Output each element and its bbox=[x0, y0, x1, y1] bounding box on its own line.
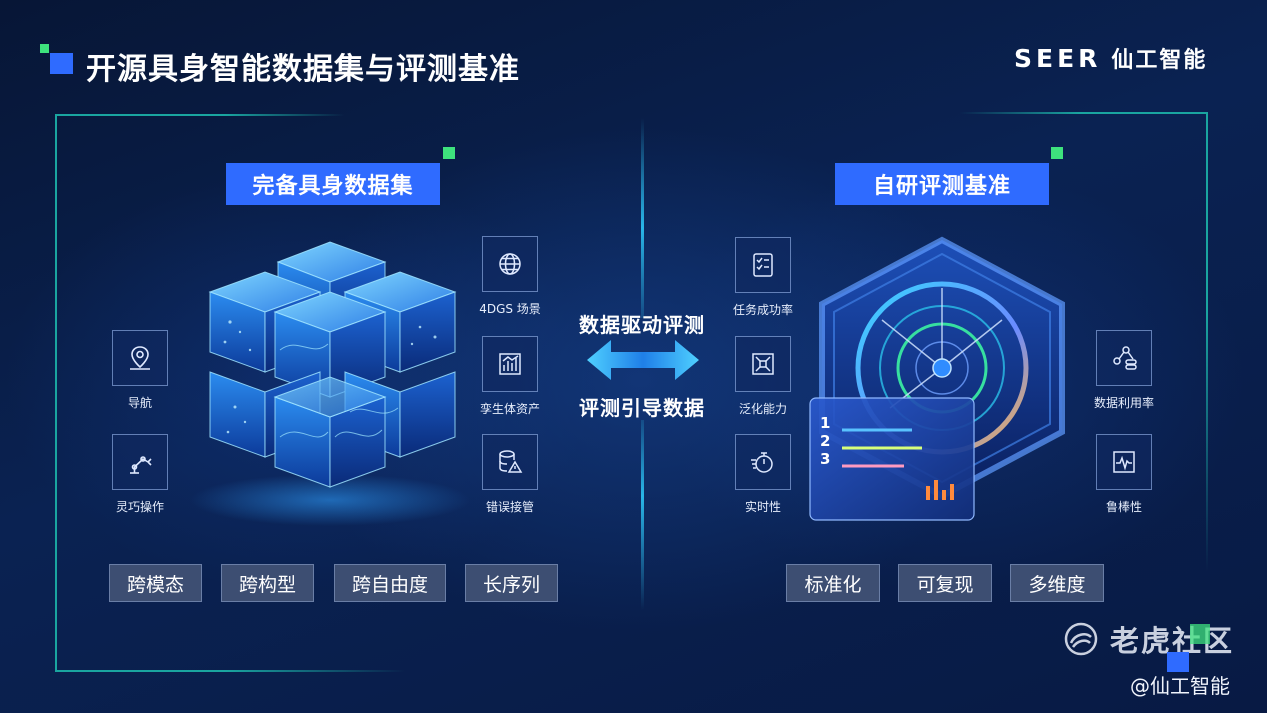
data-drives-eval-text: 数据驱动评测 bbox=[579, 313, 705, 337]
divider-line-top bbox=[641, 118, 644, 318]
icon-robustness-label: 鲁棒性 bbox=[1105, 500, 1142, 514]
watermark-mark-blue bbox=[1167, 652, 1189, 672]
icon-task-success-rate-label: 任务成功率 bbox=[732, 303, 793, 317]
dataset-section-title: 完备具身数据集 bbox=[226, 163, 440, 205]
tag-standardized: 标准化 bbox=[786, 564, 880, 602]
left-frame-bottom-fade bbox=[225, 670, 405, 672]
icon-4dgs-scene: 4DGS 场景 bbox=[460, 236, 560, 317]
icon-robustness: 鲁棒性 bbox=[1074, 434, 1174, 515]
ranking-panel bbox=[809, 397, 975, 521]
tag-long-sequence: 长序列 bbox=[465, 564, 558, 602]
brand-logo-cn: 仙工智能 bbox=[1111, 48, 1208, 73]
checklist-icon bbox=[753, 253, 773, 277]
icon-real-time-label: 实时性 bbox=[744, 500, 781, 514]
data-flow-icon bbox=[1113, 346, 1137, 370]
title-mark-blue bbox=[50, 53, 73, 74]
waveform-icon bbox=[1113, 451, 1135, 473]
icon-digital-twin-assets-label: 孪生体资产 bbox=[479, 402, 540, 416]
icon-generalization: 泛化能力 bbox=[713, 336, 813, 417]
dataset-section-mark bbox=[443, 147, 455, 159]
watermark-handle: @仙工智能 bbox=[1130, 674, 1230, 698]
tag-multi-dimensional: 多维度 bbox=[1010, 564, 1104, 602]
icon-4dgs-scene-label: 4DGS 场景 bbox=[479, 302, 541, 316]
icon-error-takeover-label: 错误接管 bbox=[485, 500, 534, 514]
tag-cross-dof: 跨自由度 bbox=[334, 564, 446, 602]
title-mark-green bbox=[40, 44, 49, 53]
icon-digital-twin-assets: 孪生体资产 bbox=[460, 336, 560, 417]
benchmark-section-title: 自研评测基准 bbox=[835, 163, 1049, 205]
icon-error-takeover: 错误接管 bbox=[460, 434, 560, 515]
icon-data-utilization: 数据利用率 bbox=[1074, 330, 1174, 411]
globe-icon bbox=[499, 253, 521, 275]
icon-task-success-rate: 任务成功率 bbox=[713, 237, 813, 318]
chart-icon bbox=[499, 353, 521, 375]
rank-1: 1 bbox=[820, 414, 831, 432]
benchmark-section-mark bbox=[1051, 147, 1063, 159]
icon-dexterous-manipulation-label: 灵巧操作 bbox=[115, 500, 164, 514]
rank-3: 3 bbox=[820, 450, 831, 468]
divider-line-bottom bbox=[641, 420, 644, 610]
tag-cross-modal: 跨模态 bbox=[109, 564, 202, 602]
right-frame-top-fade bbox=[960, 112, 1080, 114]
tiger-community-logo-icon bbox=[1064, 622, 1098, 656]
brand-logo: SEER 仙工智能 bbox=[1014, 42, 1207, 74]
stopwatch-icon bbox=[751, 452, 773, 473]
ranking-list: 1 2 3 bbox=[820, 414, 830, 468]
icon-dexterous-manipulation: 灵巧操作 bbox=[90, 434, 190, 515]
data-cubes-illustration bbox=[190, 241, 470, 526]
right-frame bbox=[1080, 112, 1208, 312]
icon-generalization-label: 泛化能力 bbox=[738, 402, 787, 416]
icon-real-time: 实时性 bbox=[713, 434, 813, 515]
tag-cross-morphology: 跨构型 bbox=[221, 564, 314, 602]
rank-2: 2 bbox=[820, 432, 831, 450]
watermark-mark-green bbox=[1190, 624, 1210, 644]
tag-reproducible: 可复现 bbox=[898, 564, 992, 602]
map-pin-icon bbox=[130, 346, 150, 370]
expand-icon bbox=[752, 353, 774, 375]
left-frame bbox=[55, 114, 225, 672]
right-frame-side-fade bbox=[1206, 312, 1208, 572]
eval-guides-data-text: 评测引导数据 bbox=[579, 396, 705, 420]
double-arrow-icon bbox=[587, 340, 699, 380]
icon-data-utilization-label: 数据利用率 bbox=[1093, 396, 1154, 410]
database-warning-icon bbox=[499, 450, 523, 473]
robot-arm-icon bbox=[130, 456, 152, 474]
page-title: 开源具身智能数据集与评测基准 bbox=[86, 52, 520, 87]
icon-navigation-label: 导航 bbox=[127, 396, 152, 410]
icon-navigation: 导航 bbox=[90, 330, 190, 411]
left-frame-top-fade bbox=[225, 114, 345, 116]
brand-logo-en: SEER bbox=[1014, 43, 1102, 73]
